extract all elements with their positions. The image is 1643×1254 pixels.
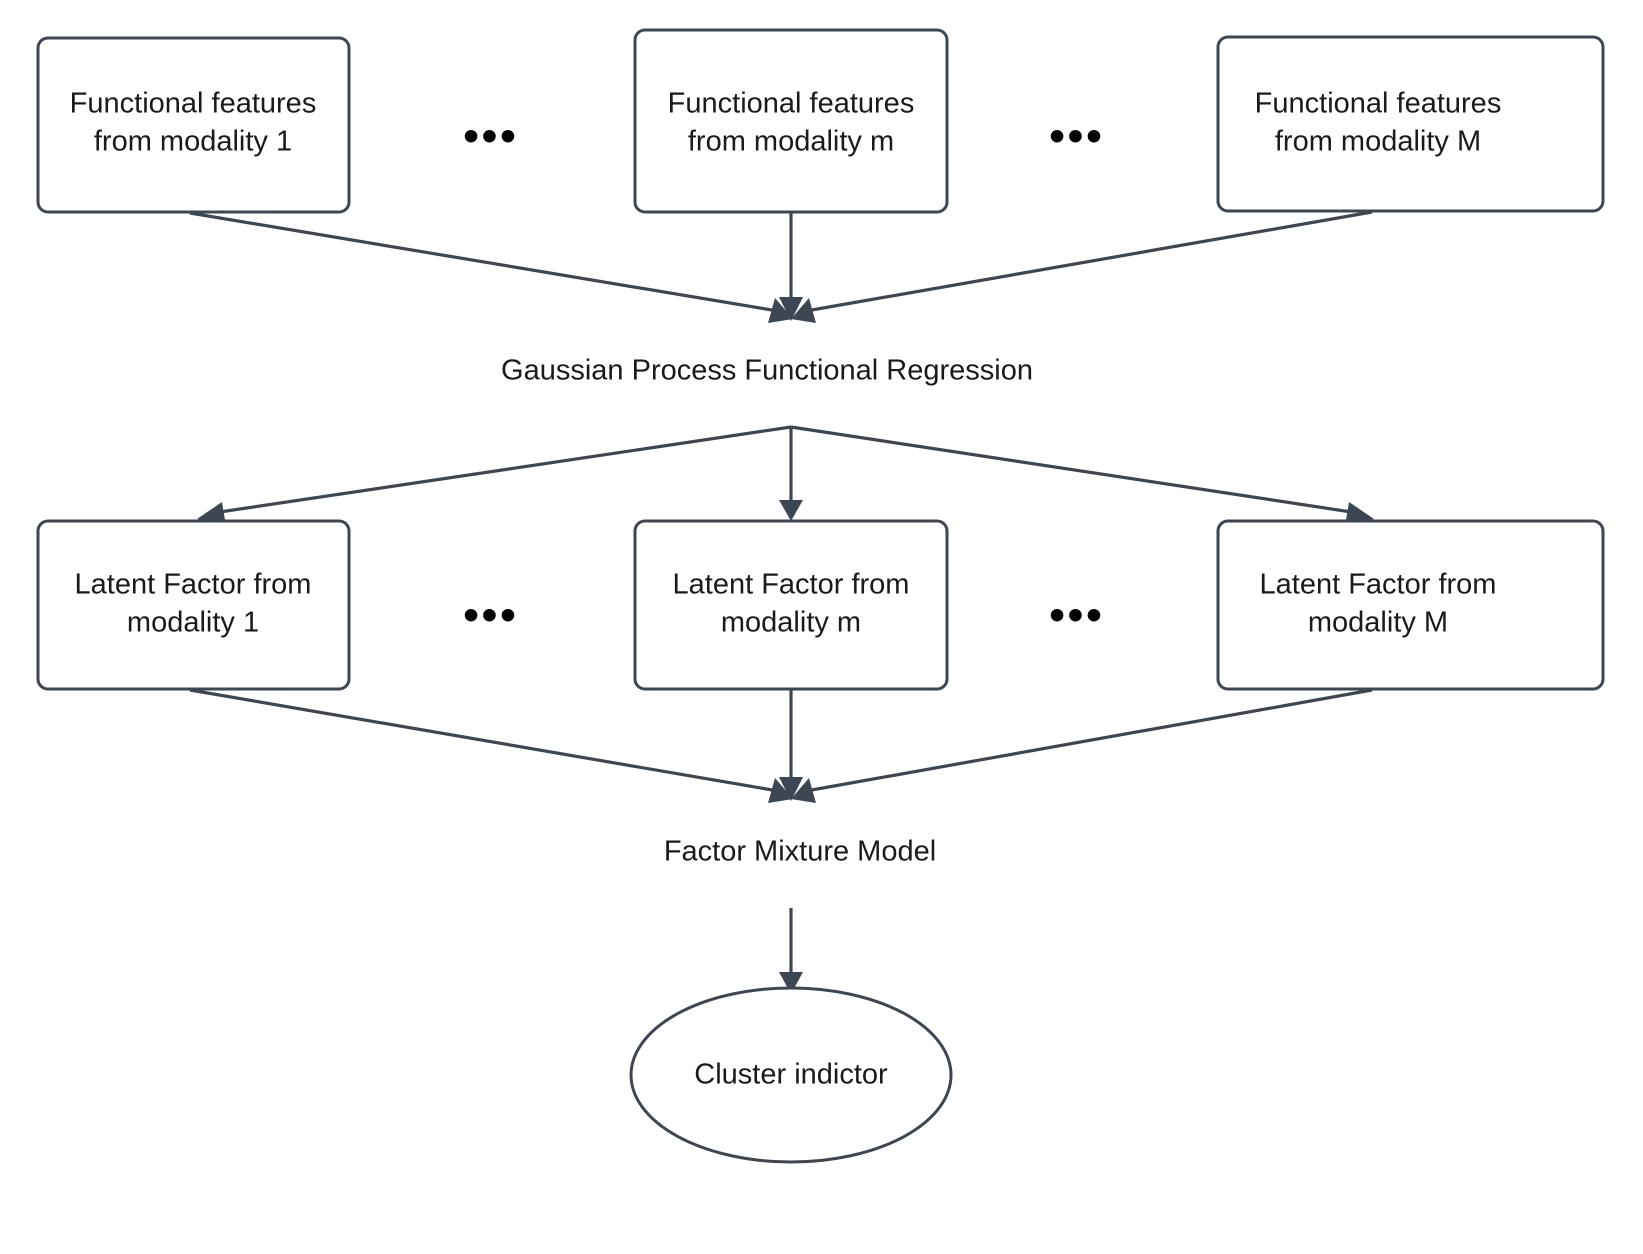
node-latent-modality-M-line1: Latent Factor from bbox=[1260, 569, 1497, 601]
node-functional-modality-m-line2: from modality m bbox=[688, 126, 894, 158]
node-functional-modality-M-line2: from modality M bbox=[1275, 126, 1481, 158]
arrowhead-fmm-center bbox=[779, 777, 803, 801]
node-latent-modality-1-line2: modality 1 bbox=[127, 607, 259, 639]
ellipsis-functional-left: ••• bbox=[463, 112, 518, 161]
node-functional-modality-1-line2: from modality 1 bbox=[94, 126, 292, 158]
node-latent-modality-M[interactable]: Latent Factor from modality M bbox=[1216, 519, 1605, 691]
edge-gpfr-to-latent-1 bbox=[197, 425, 792, 526]
node-functional-modality-M[interactable]: Functional features from modality M bbox=[1216, 35, 1605, 213]
arrowhead-gpfr-center bbox=[779, 297, 803, 321]
node-latent-modality-M-line2: modality M bbox=[1308, 607, 1448, 639]
edge-latent-m-to-fmm bbox=[779, 690, 803, 801]
node-cluster-indictor[interactable]: Cluster indictor bbox=[629, 986, 953, 1164]
node-cluster-indictor-ellipse[interactable] bbox=[629, 986, 953, 1164]
arrowhead-latent-center bbox=[779, 500, 803, 521]
edge-label-factor-mixture-model: Factor Mixture Model bbox=[664, 836, 936, 868]
node-functional-modality-M-line1: Functional features bbox=[1255, 88, 1502, 120]
node-functional-modality-m-line1: Functional features bbox=[668, 88, 915, 120]
node-latent-modality-m-line1: Latent Factor from bbox=[673, 569, 910, 601]
edge-gpfr-to-latent-m bbox=[779, 427, 803, 521]
ellipsis-latent-left: ••• bbox=[463, 591, 518, 640]
arrowhead-gpfr-right bbox=[791, 298, 816, 323]
node-latent-modality-M-box[interactable] bbox=[1216, 519, 1605, 691]
node-latent-modality-m[interactable]: Latent Factor from modality m bbox=[633, 519, 949, 691]
node-latent-modality-m-box[interactable] bbox=[633, 519, 949, 691]
node-functional-modality-m-box[interactable] bbox=[633, 28, 949, 214]
edge-latent-M-to-fmm bbox=[791, 688, 1373, 803]
edge-functional-1-to-gpfr bbox=[189, 211, 793, 323]
node-latent-modality-1[interactable]: Latent Factor from modality 1 bbox=[36, 519, 351, 691]
node-latent-modality-m-line2: modality m bbox=[721, 607, 861, 639]
arrowhead-fmm-left bbox=[768, 778, 793, 803]
node-functional-modality-M-box[interactable] bbox=[1216, 35, 1605, 213]
edge-functional-m-to-gpfr bbox=[779, 213, 803, 321]
arrowhead-fmm-right bbox=[791, 778, 816, 803]
edge-functional-M-to-gpfr bbox=[791, 210, 1373, 323]
node-functional-modality-1-line1: Functional features bbox=[70, 88, 317, 120]
node-latent-modality-1-box[interactable] bbox=[36, 519, 351, 691]
node-cluster-indictor-label: Cluster indictor bbox=[694, 1059, 888, 1091]
node-latent-modality-1-line1: Latent Factor from bbox=[75, 569, 312, 601]
ellipsis-latent-right: ••• bbox=[1049, 591, 1104, 640]
node-functional-modality-1[interactable]: Functional features from modality 1 bbox=[36, 36, 351, 214]
arrowhead-gpfr-left bbox=[768, 298, 793, 323]
edge-label-gaussian-process-functional-regression: Gaussian Process Functional Regression bbox=[501, 355, 1033, 387]
edge-fmm-to-cluster-indictor bbox=[779, 908, 803, 994]
edge-gpfr-to-latent-M bbox=[790, 425, 1374, 526]
edge-latent-1-to-fmm bbox=[189, 688, 793, 803]
node-functional-modality-m[interactable]: Functional features from modality m bbox=[633, 28, 949, 214]
arrowhead-cluster bbox=[779, 972, 803, 994]
ellipsis-functional-right: ••• bbox=[1049, 112, 1104, 161]
